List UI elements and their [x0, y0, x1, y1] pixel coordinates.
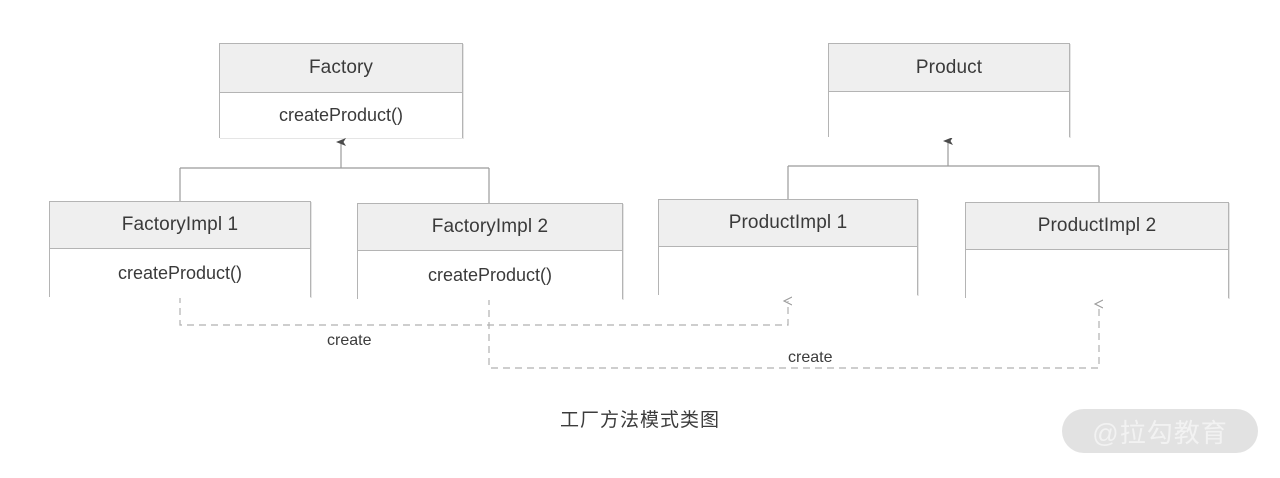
- edge-label-create-1: create: [322, 332, 377, 350]
- class-name-product: Product: [829, 44, 1069, 92]
- class-name-factory-impl-2: FactoryImpl 2: [358, 204, 622, 251]
- class-box-factory-impl-2[interactable]: FactoryImpl 2 createProduct(): [357, 203, 623, 300]
- class-members-product: [829, 92, 1069, 138]
- class-name-product-impl-2: ProductImpl 2: [966, 203, 1228, 250]
- generalization-product-tree: [787, 137, 1100, 202]
- class-member-factory-create-product: createProduct(): [220, 93, 462, 138]
- class-members-product-impl-2: [966, 250, 1228, 299]
- class-box-product-impl-1[interactable]: ProductImpl 1: [658, 199, 918, 296]
- watermark-badge: @拉勾教育: [1062, 409, 1258, 453]
- dependency-create-1: [179, 296, 788, 326]
- watermark-text: @拉勾教育: [1092, 417, 1228, 448]
- class-name-product-impl-1: ProductImpl 1: [659, 200, 917, 247]
- class-member-factory-impl-2-create-product: createProduct(): [358, 251, 622, 300]
- dependency-create-2: [488, 298, 1099, 369]
- class-member-factory-impl-1-create-product: createProduct(): [50, 249, 310, 298]
- class-members-product-impl-1: [659, 247, 917, 296]
- class-box-product[interactable]: Product: [828, 43, 1070, 138]
- diagram-caption: 工厂方法模式类图: [559, 410, 720, 431]
- edge-label-create-2: create: [783, 349, 838, 367]
- class-name-factory: Factory: [220, 44, 462, 93]
- generalization-factory-tree: [179, 138, 490, 203]
- class-name-factory-impl-1: FactoryImpl 1: [50, 202, 310, 249]
- class-box-product-impl-2[interactable]: ProductImpl 2: [965, 202, 1229, 299]
- class-box-factory-impl-1[interactable]: FactoryImpl 1 createProduct(): [49, 201, 311, 298]
- class-box-factory[interactable]: Factory createProduct(): [219, 43, 463, 138]
